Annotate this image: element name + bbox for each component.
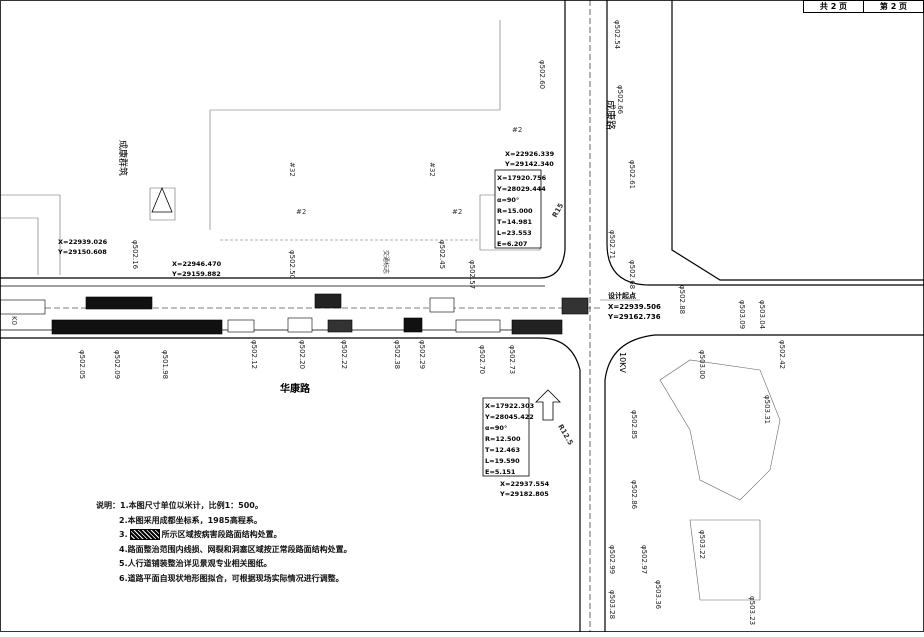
- svg-text:Y=29150.608: Y=29150.608: [57, 248, 107, 256]
- svg-text:α=90°: α=90°: [485, 424, 507, 432]
- svg-text:Y=28029.444: Y=28029.444: [496, 185, 546, 193]
- elevation-label: φ502.57: [468, 260, 476, 289]
- elevation-label: φ502.45: [438, 240, 446, 269]
- svg-text:L=23.553: L=23.553: [497, 229, 532, 237]
- svg-text:交通标志: 交通标志: [382, 250, 390, 274]
- svg-text:R12.5: R12.5: [556, 423, 574, 447]
- building-label: 成康群筑: [117, 140, 129, 176]
- hatched-areas: [0, 293, 589, 335]
- elevation-label: φ503.23: [748, 596, 756, 625]
- elevation-label: φ502.71: [608, 230, 616, 259]
- notes-block: 说明：1.本图尺寸单位以米计，比例1：500。 2.本图采用成都坐标系，1985…: [96, 499, 352, 587]
- svg-text:K0: K0: [10, 316, 18, 325]
- hatch-swatch: [129, 529, 160, 541]
- elevation-label: φ502.22: [340, 340, 348, 369]
- svg-text:L=19.590: L=19.590: [485, 457, 520, 465]
- note-line-6: 6.道路平面自现状地形图拟合，可根据现场实际情况进行调整。: [119, 573, 344, 583]
- elevation-label: φ502.16: [131, 240, 139, 270]
- annotation-boxes: [151, 169, 561, 477]
- svg-text:R15: R15: [551, 202, 566, 219]
- elevation-label: φ502.20: [298, 340, 306, 369]
- page-number: 第 2 页: [863, 1, 923, 12]
- note-line-3: 3.所示区域按病害段路面结构处置。: [119, 529, 282, 541]
- design-start-y: Y=29162.736: [607, 313, 661, 321]
- elevation-label: φ503.04: [758, 300, 766, 330]
- note-line-2: 2.本图采用成都坐标系，1985高程系。: [119, 515, 262, 525]
- svg-text:R=12.500: R=12.500: [485, 435, 521, 443]
- elevation-label: φ501.98: [161, 350, 169, 379]
- elevation-label: φ502.73: [508, 345, 516, 374]
- elevation-label: φ502.88: [678, 285, 686, 314]
- svg-text:X=22937.554: X=22937.554: [500, 480, 550, 488]
- elevation-label: φ502.12: [250, 340, 258, 369]
- elevation-label: φ503.00: [698, 350, 706, 379]
- elevation-label: φ502.61: [628, 160, 636, 189]
- road-name-cross: 成康路: [604, 100, 617, 130]
- curve-upper-table: X=17920.756 Y=28029.444 α=90° R=15.000 T…: [496, 174, 547, 248]
- svg-text:α=90°: α=90°: [497, 196, 519, 204]
- svg-text:#32: #32: [428, 162, 436, 177]
- svg-text:Y=29159.882: Y=29159.882: [171, 270, 221, 278]
- elevation-label: φ502.66: [616, 85, 624, 115]
- svg-text:Y=29142.340: Y=29142.340: [504, 160, 554, 168]
- elevation-label: φ502.97: [640, 545, 648, 574]
- svg-text:X=17920.756: X=17920.756: [497, 174, 547, 182]
- elevation-label: φ502.38: [393, 340, 401, 369]
- elevation-label: φ503.36: [654, 580, 662, 610]
- title-block: 共 2 页 第 2 页: [803, 0, 924, 13]
- elevation-label: φ502.05: [78, 350, 86, 379]
- total-pages: 共 2 页: [819, 2, 848, 11]
- svg-text:#32: #32: [288, 162, 296, 177]
- elevation-labels: φ502.54 φ502.66 φ502.61 φ502.71 φ502.68 φ502.…: [78, 20, 786, 625]
- svg-text:R=15.000: R=15.000: [497, 207, 533, 215]
- elevation-label: φ502.54: [613, 20, 621, 50]
- elevation-label: φ503.31: [763, 395, 771, 424]
- elevation-label: φ503.28: [608, 590, 616, 619]
- zone-label: 10KV: [618, 352, 627, 373]
- elevation-label: φ502.99: [608, 545, 616, 574]
- svg-text:X=22946.470: X=22946.470: [172, 260, 222, 268]
- elevation-label: φ502.60: [538, 60, 546, 89]
- svg-text:Y=29182.805: Y=29182.805: [499, 490, 549, 498]
- note-line-1: 说明：1.本图尺寸单位以米计，比例1：500。: [96, 501, 263, 510]
- elevation-label: φ503.09: [738, 300, 746, 329]
- curve-lower-table: X=17922.303 Y=28045.422 α=90° R=12.500 T…: [484, 402, 534, 476]
- svg-text:#2: #2: [512, 126, 522, 134]
- note-line-4: 4.路面整治范围内线损、网裂和洞塞区域按正常段路面结构处置。: [119, 544, 352, 554]
- svg-text:#2: #2: [296, 208, 306, 216]
- elevation-label: φ502.09: [113, 350, 121, 379]
- elevation-label: φ502.42: [778, 340, 786, 369]
- svg-text:X=17922.303: X=17922.303: [485, 402, 534, 410]
- elevation-label: φ503.22: [698, 530, 706, 559]
- svg-text:T=12.463: T=12.463: [485, 446, 520, 454]
- svg-text:X=22926.339: X=22926.339: [505, 150, 555, 158]
- elevation-label: φ502.86: [630, 480, 638, 510]
- svg-text:T=14.981: T=14.981: [497, 218, 532, 226]
- elevation-label: φ502.50: [288, 250, 296, 279]
- elevation-label: φ502.29: [418, 340, 426, 369]
- road-name-main: 华康路: [280, 382, 311, 395]
- elevation-label: φ502.85: [630, 410, 638, 439]
- svg-text:#2: #2: [452, 208, 462, 216]
- note-line-5: 5.人行道铺装整治详见景观专业相关图纸。: [119, 559, 272, 569]
- svg-text:Y=28045.422: Y=28045.422: [484, 413, 534, 421]
- design-start-x: X=22939.506: [608, 303, 661, 311]
- svg-text:X=22939.026: X=22939.026: [58, 238, 108, 246]
- coordinate-labels: X=22926.339 Y=29142.340 X=22939.026 Y=29…: [57, 150, 555, 498]
- design-start-label: 设计起点: [608, 291, 636, 300]
- parcel-lines: [0, 20, 781, 601]
- svg-text:E=6.207: E=6.207: [497, 240, 527, 248]
- elevation-label: φ502.70: [478, 345, 486, 374]
- svg-text:E=5.151: E=5.151: [485, 468, 516, 476]
- elevation-label: φ502.68: [628, 260, 636, 289]
